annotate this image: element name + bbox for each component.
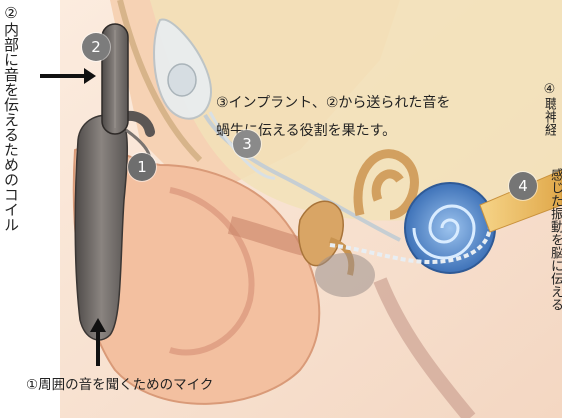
implant-magnet (168, 64, 196, 96)
coil-label: ②内部に音を伝えるためのコイル (2, 4, 19, 232)
badge-3: 3 (233, 130, 261, 158)
implant-label-line1: ③インプラント、②から送られた音を (216, 92, 450, 112)
badge-2: 2 (82, 33, 110, 61)
badge-4: 4 (509, 172, 537, 200)
microphone-label: ①周囲の音を聞くためのマイク (26, 373, 213, 393)
badge-1: 1 (128, 153, 156, 181)
nerve-label-body: 感じた振動を脳に伝える (548, 168, 562, 316)
nerve-label-top: ④聴神経 (542, 82, 556, 138)
middle-ear-cavity (315, 253, 375, 297)
